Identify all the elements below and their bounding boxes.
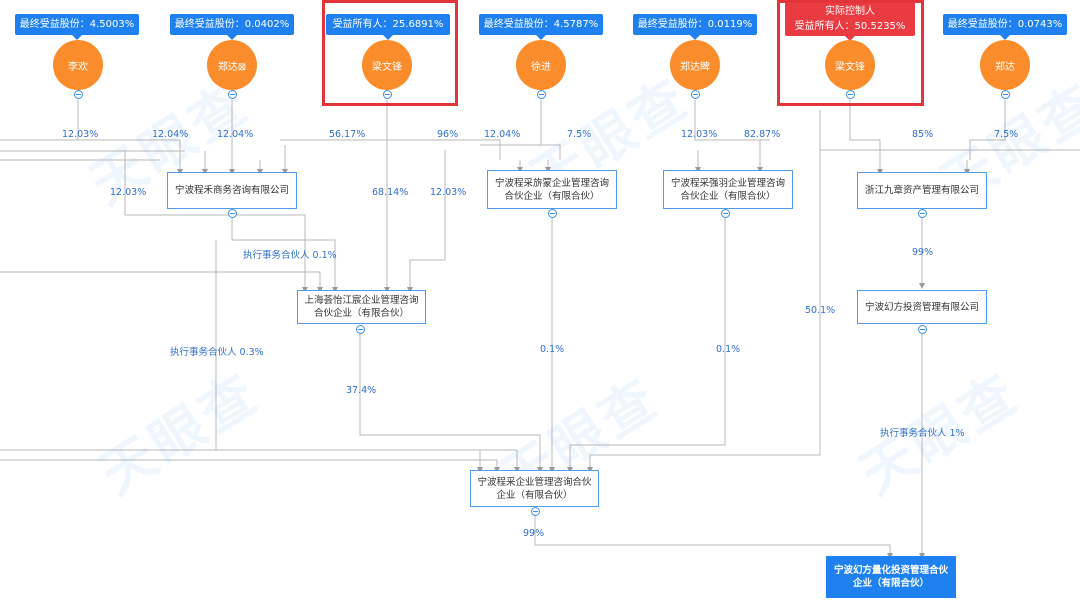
share-label: 0.1% bbox=[540, 344, 565, 355]
share-label: 0.1% bbox=[716, 344, 741, 355]
collapse-toggle-icon[interactable] bbox=[531, 507, 540, 516]
share-label: 99% bbox=[912, 247, 934, 258]
share-label: 12.04% bbox=[152, 129, 189, 140]
person-node[interactable]: 徐进 bbox=[516, 40, 566, 90]
beneficiary-tag: 最终受益股份：4.5003% bbox=[15, 14, 139, 40]
collapse-toggle-icon[interactable] bbox=[383, 90, 392, 99]
person-node[interactable]: 郑达睥 bbox=[670, 40, 720, 90]
person-node[interactable]: 李欢 bbox=[53, 40, 103, 90]
share-label: 7.5% bbox=[994, 129, 1019, 140]
company-node[interactable]: 宁波程禾商务咨询有限公司 bbox=[167, 172, 297, 209]
collapse-toggle-icon[interactable] bbox=[228, 209, 237, 218]
share-label: 99% bbox=[523, 528, 545, 539]
share-label: 12.03% bbox=[430, 187, 467, 198]
target-company-node[interactable]: 宁波幻方量化投资管理合伙企业（有限合伙） bbox=[826, 556, 956, 598]
share-label: 82.87% bbox=[744, 129, 781, 140]
company-node[interactable]: 宁波程采强羽企业管理咨询合伙企业（有限合伙） bbox=[663, 170, 793, 209]
person-node[interactable]: 梁文锋 bbox=[362, 40, 412, 90]
share-label: 执行事务合伙人 0.3% bbox=[170, 347, 264, 358]
person-node[interactable]: 郑达⊠ bbox=[207, 40, 257, 90]
share-label: 68.14% bbox=[372, 187, 409, 198]
collapse-toggle-icon[interactable] bbox=[918, 209, 927, 218]
collapse-toggle-icon[interactable] bbox=[228, 90, 237, 99]
collapse-toggle-icon[interactable] bbox=[1001, 90, 1010, 99]
collapse-toggle-icon[interactable] bbox=[721, 209, 730, 218]
share-label: 12.03% bbox=[62, 129, 99, 140]
controller-tag-share: 受益所有人：50.5235% bbox=[794, 21, 906, 32]
beneficiary-tag: 最终受益股份：0.0119% bbox=[633, 14, 757, 40]
beneficiary-tag: 最终受益股份：0.0402% bbox=[170, 14, 294, 40]
beneficiary-tag: 受益所有人：25.6891% bbox=[326, 14, 450, 40]
company-node[interactable]: 宁波幻方投资管理有限公司 bbox=[857, 290, 987, 324]
collapse-toggle-icon[interactable] bbox=[356, 325, 365, 334]
controller-tag-title: 实际控制人 bbox=[825, 6, 875, 17]
highlight-frame bbox=[322, 0, 458, 106]
share-label: 12.03% bbox=[681, 129, 718, 140]
collapse-toggle-icon[interactable] bbox=[74, 90, 83, 99]
person-node[interactable]: 梁文锋 bbox=[825, 40, 875, 90]
share-label: 85% bbox=[912, 129, 934, 140]
share-label: 56.17% bbox=[329, 129, 366, 140]
share-label: 7.5% bbox=[567, 129, 592, 140]
company-node[interactable]: 上海荟怡江宸企业管理咨询合伙企业（有限合伙） bbox=[297, 290, 426, 324]
beneficiary-tag: 最终受益股份：0.0743% bbox=[943, 14, 1067, 40]
person-node[interactable]: 郑达 bbox=[980, 40, 1030, 90]
share-label: 12.04% bbox=[217, 129, 254, 140]
share-label: 50.1% bbox=[805, 305, 836, 316]
share-label: 执行事务合伙人 0.1% bbox=[243, 250, 337, 261]
collapse-toggle-icon[interactable] bbox=[537, 90, 546, 99]
collapse-toggle-icon[interactable] bbox=[691, 90, 700, 99]
collapse-toggle-icon[interactable] bbox=[918, 325, 927, 334]
company-node[interactable]: 宁波程采旂蒙企业管理咨询合伙企业（有限合伙） bbox=[487, 170, 617, 209]
collapse-toggle-icon[interactable] bbox=[846, 90, 855, 99]
share-label: 37.4% bbox=[346, 385, 377, 396]
share-label: 执行事务合伙人 1% bbox=[880, 428, 965, 439]
company-node[interactable]: 浙江九章资产管理有限公司 bbox=[857, 172, 987, 209]
controller-tag: 实际控制人 受益所有人：50.5235% bbox=[785, 2, 915, 41]
beneficiary-tag: 最终受益股份：4.5787% bbox=[479, 14, 603, 40]
company-node[interactable]: 宁波程采企业管理咨询合伙企业（有限合伙） bbox=[470, 470, 599, 507]
collapse-toggle-icon[interactable] bbox=[548, 209, 557, 218]
share-label: 12.03% bbox=[110, 187, 147, 198]
share-label: 96% bbox=[437, 129, 459, 140]
share-label: 12.04% bbox=[484, 129, 521, 140]
highlight-frame bbox=[777, 0, 924, 106]
